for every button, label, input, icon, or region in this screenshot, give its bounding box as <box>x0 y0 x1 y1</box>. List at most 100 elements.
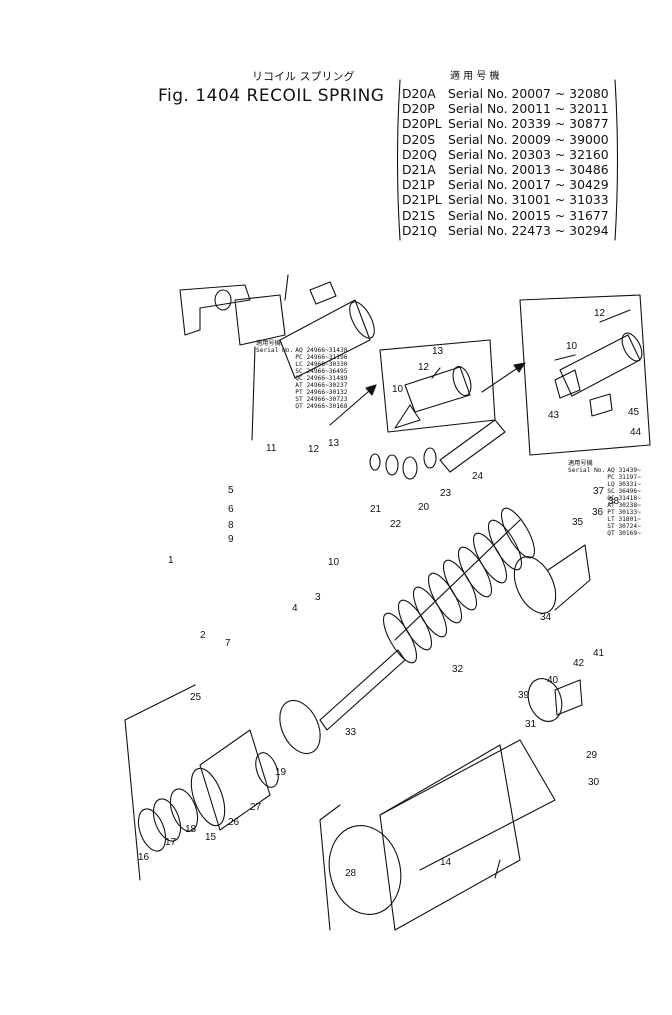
part-number: 8 <box>228 520 234 531</box>
callout-serial-label: Serial No. <box>256 347 294 354</box>
inset-box-right <box>519 294 651 456</box>
part-number: 9 <box>228 534 234 545</box>
inset-arrow-2 <box>481 364 523 393</box>
inset-label: 10 <box>392 384 404 395</box>
bolt-11 <box>284 274 289 301</box>
callout-line: QC 31418~ <box>607 495 641 502</box>
callout-line: LC 24966~30330 <box>295 361 348 368</box>
callout-line: AT 30238~ <box>607 502 641 509</box>
part-number: 41 <box>593 648 605 659</box>
part-number: 31 <box>525 719 537 730</box>
pin <box>214 289 232 311</box>
lead-line <box>319 804 341 821</box>
part-number: 18 <box>185 824 197 835</box>
part-number: 26 <box>228 817 240 828</box>
part-number: 19 <box>275 767 287 778</box>
serial-row: D20S Serial No. 20009 ~ 39000 <box>402 132 609 147</box>
inset-label: 12 <box>594 308 606 319</box>
part-number: 1 <box>168 555 174 566</box>
spring-seat <box>513 556 557 614</box>
part-number: 40 <box>547 675 559 686</box>
part-number: 25 <box>190 692 202 703</box>
model-code: D21Q <box>402 222 438 238</box>
lead-line <box>554 354 576 361</box>
inset-fitting <box>394 404 421 429</box>
part-number: 16 <box>138 852 150 863</box>
part-number: 39 <box>518 690 530 701</box>
part-number: 32 <box>452 664 464 675</box>
serial-range: Serial No. 22473 ~ 30294 <box>448 222 609 238</box>
packing-23 <box>423 447 437 469</box>
inset-label: 10 <box>566 341 578 352</box>
cover-40 <box>554 679 583 716</box>
housing-bore <box>190 767 226 827</box>
applicability-label: 適 用 号 機 <box>450 71 500 82</box>
spring-seat-cone <box>547 544 591 611</box>
model-code: D20P <box>402 101 435 117</box>
bracket-left <box>179 284 251 336</box>
callout-line: PC 24966~31196 <box>295 354 348 361</box>
ring-19 <box>255 752 279 788</box>
callout-line: ST 24966~30723 <box>295 396 348 403</box>
ring-21 <box>369 453 381 471</box>
serial-range: Serial No. 20015 ~ 31677 <box>448 207 609 223</box>
seal-17 <box>152 798 182 842</box>
left-callout-bracket <box>251 346 256 441</box>
part-number: 38 <box>608 496 620 507</box>
valve <box>309 281 337 305</box>
part-number: 15 <box>205 832 217 843</box>
part-number: 45 <box>628 407 640 418</box>
inset-cylinder-end <box>452 365 472 397</box>
spring-axis <box>394 519 521 641</box>
packing-20 <box>402 456 418 480</box>
callout-line: SC 36496~ <box>607 488 641 495</box>
serial-range: Serial No. 20009 ~ 39000 <box>448 131 609 147</box>
model-code: D21A <box>402 162 436 178</box>
part-number: 28 <box>345 868 357 879</box>
cylinder-body <box>279 299 371 379</box>
callout-line: AQ 24966~31438 <box>295 347 348 354</box>
inset-arrow-head-2 <box>513 362 526 373</box>
part-number: 34 <box>540 612 552 623</box>
inset-label: 12 <box>418 362 430 373</box>
part-number: 11 <box>266 443 277 454</box>
model-code: D20S <box>402 131 436 147</box>
callout-line: SC 24966~36495 <box>295 368 348 375</box>
inset-arrow-head-1 <box>365 384 377 396</box>
table-bracket-left <box>396 79 401 241</box>
part-number: 24 <box>472 471 484 482</box>
serial-range: Serial No. 20339 ~ 30877 <box>448 116 609 132</box>
part-number: 21 <box>370 504 382 515</box>
gasket-28 <box>328 825 402 915</box>
model-code: D21S <box>402 207 436 223</box>
bracket-right <box>234 294 286 346</box>
part-number: 42 <box>573 658 585 669</box>
case-top <box>379 739 556 871</box>
part-number: 22 <box>390 519 402 530</box>
callout-line: QT 30169~ <box>607 530 641 537</box>
lead-line <box>124 684 196 721</box>
recoil-case <box>379 744 521 931</box>
inset-valve-body <box>404 366 471 413</box>
seal-16 <box>137 808 167 852</box>
model-code: D20PL <box>402 116 442 132</box>
rod-flange <box>279 699 321 755</box>
serial-range: Serial No. 20017 ~ 30429 <box>448 177 609 193</box>
callout-label: 適用号機 <box>256 340 281 347</box>
callout-serial-label: Serial No. <box>568 467 606 474</box>
part-number: 37 <box>593 486 605 497</box>
figure-title: Fig. 1404 RECOIL SPRING <box>158 86 385 106</box>
serial-row: D21Q Serial No. 22473 ~ 30294 <box>402 223 609 238</box>
part-number: 36 <box>592 507 604 518</box>
lead-line <box>319 819 331 931</box>
model-code: D21P <box>402 177 435 193</box>
part-number: 20 <box>418 502 430 513</box>
inset-right-cylinder-end <box>621 332 643 362</box>
part-number: 12 <box>308 444 320 455</box>
part-number: 43 <box>548 410 560 421</box>
